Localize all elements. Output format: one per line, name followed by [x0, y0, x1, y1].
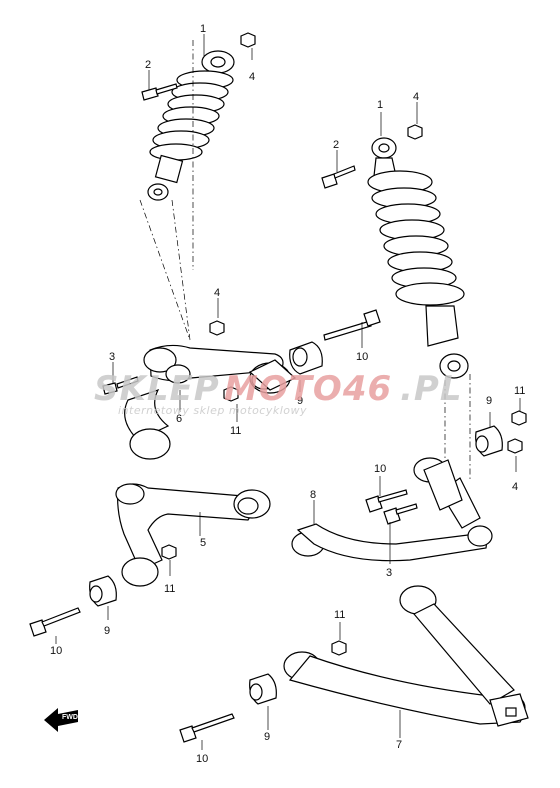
- leader-lines: [55, 34, 521, 750]
- callout-3-left: 3: [109, 351, 115, 363]
- watermark-tagline: internetowy sklep motocyklowy: [118, 404, 307, 417]
- watermark-brand-gray: SKLEP: [94, 369, 220, 409]
- callout-5: 5: [200, 537, 206, 549]
- left-lower-arm-5: [115, 483, 271, 587]
- callout-2-left: 2: [145, 59, 151, 71]
- callout-4-left-mid: 4: [214, 287, 220, 299]
- fwd-label: FWD: [62, 714, 78, 721]
- callout-9-right-upper: 9: [486, 395, 492, 407]
- callout-2-right: 2: [333, 139, 339, 151]
- left-nut-11-upper: [223, 386, 239, 402]
- right-bushing-9-lower: [249, 673, 277, 705]
- callout-10-right-upper: 10: [374, 463, 386, 475]
- right-bolt-10-lower: [179, 713, 235, 743]
- callout-11-left-lower: 11: [164, 583, 175, 595]
- callout-11-right-lower: 11: [334, 609, 345, 621]
- callout-4-right-top: 4: [413, 91, 419, 103]
- callout-9-right-lower: 9: [264, 731, 270, 743]
- callout-8: 8: [310, 489, 316, 501]
- callout-4-left-top: 4: [249, 71, 255, 83]
- watermark: SKLEP MOTO46 .PL internetowy sklep motoc…: [94, 369, 463, 417]
- left-bushing-9-upper: [289, 341, 323, 375]
- callout-10-left-lower: 10: [50, 645, 62, 657]
- left-nut-4-top: [240, 32, 256, 48]
- right-nut-11-lower: [331, 640, 347, 656]
- callout-3-right: 3: [386, 567, 392, 579]
- callout-labels: 1 2 4 4 3 6 11 9 10 5 11 9 10 1 4 2 11 9…: [50, 23, 525, 765]
- callout-11-right-upper: 11: [514, 385, 525, 397]
- callout-9-left-lower: 9: [104, 625, 110, 637]
- right-bolt-10-upper: [365, 489, 408, 513]
- right-nut-11-upper: [511, 410, 527, 426]
- left-bushing-9-lower: [89, 575, 117, 607]
- right-bushing-9-upper: [475, 425, 503, 457]
- left-bolt-10-upper: [323, 309, 381, 341]
- callout-7: 7: [396, 739, 402, 751]
- callout-10-right-lower: 10: [196, 753, 208, 765]
- left-upper-arm-6: [124, 344, 297, 460]
- right-shock-absorber: [367, 137, 469, 379]
- right-nut-4-mid: [507, 438, 523, 454]
- left-nut-11-lower: [161, 544, 177, 560]
- right-bolt-2: [321, 165, 356, 189]
- right-lower-arm-7: [283, 585, 529, 727]
- left-bolt-10-lower: [29, 607, 81, 637]
- left-bolt-3: [102, 376, 139, 395]
- callout-11-left-upper: 11: [230, 425, 241, 437]
- left-bolt-2: [141, 83, 178, 101]
- left-shock-absorber: [147, 50, 235, 201]
- fwd-arrow-icon: FWD: [44, 708, 78, 732]
- callout-1-right: 1: [377, 99, 383, 111]
- watermark-brand-red: MOTO46: [224, 369, 392, 409]
- right-nut-4-top: [407, 124, 423, 140]
- left-nut-4-mid: [209, 320, 225, 336]
- callout-1-left: 1: [200, 23, 206, 35]
- right-upper-arm-8: [291, 457, 493, 562]
- callout-4-right-mid: 4: [512, 481, 518, 493]
- callout-10-left-upper: 10: [356, 351, 368, 363]
- right-bolt-3: [383, 503, 418, 525]
- callout-6: 6: [176, 413, 182, 425]
- watermark-brand-tail: .PL: [400, 369, 463, 409]
- callout-9-left-upper: 9: [297, 395, 303, 407]
